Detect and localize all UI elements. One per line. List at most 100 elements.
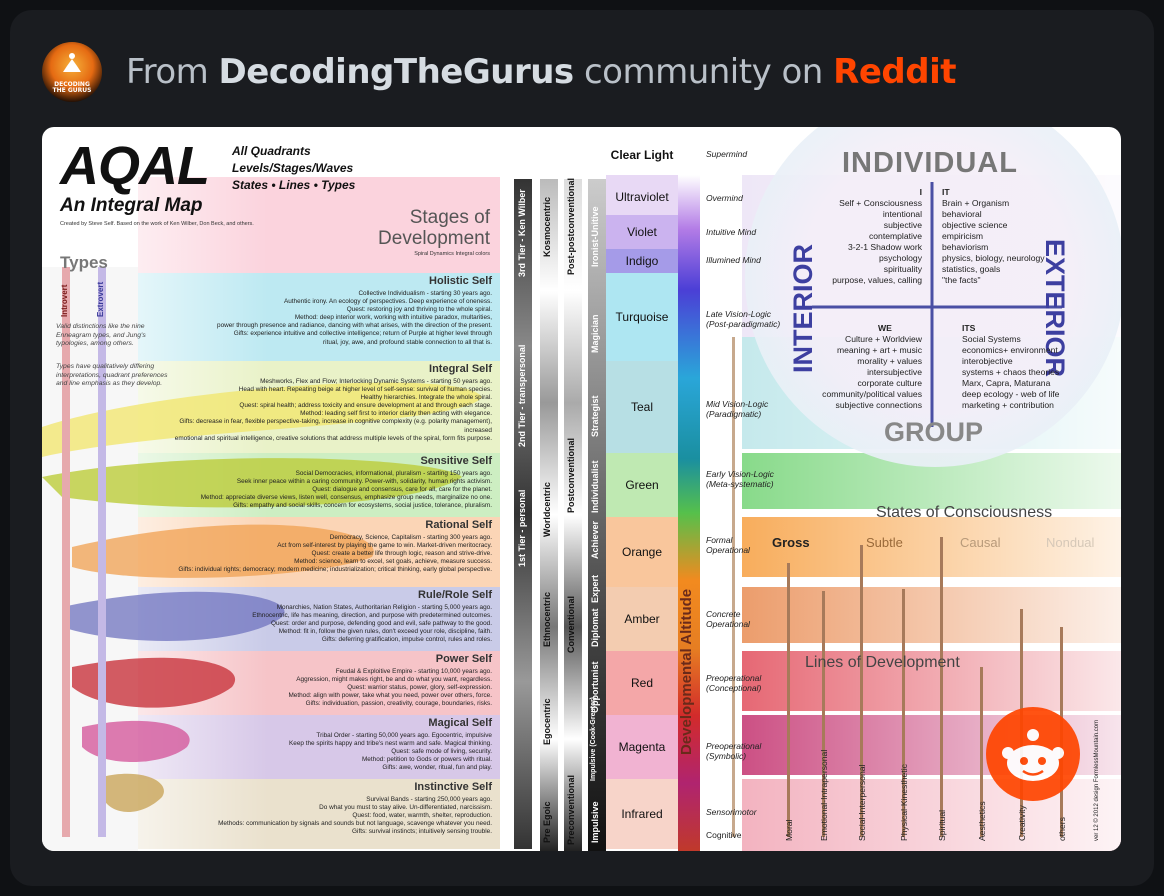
self-desc: Tribal Order - starting 50,000 years ago… [289,732,492,772]
self-name: Power Self [435,653,492,665]
q-i-line: 3-2-1 Shadow work [847,242,922,252]
perspective-worldcentric: Worldcentric [542,482,552,537]
state-causal: Causal [960,535,1001,550]
q-it-title: IT [942,187,950,197]
color-teal: Teal [630,400,653,414]
color-indigo: Indigo [625,254,659,268]
post-source: From DecodingTheGurus community on Reddi… [126,52,956,92]
q-it-line: behavioral [942,209,982,219]
stage-strategist: Strategist [590,395,600,437]
level-late-vision-logic: Late Vision-Logic (Post-paradigmatic) [706,309,781,329]
q-we-line: community/political values [822,389,922,399]
community-link[interactable]: DecodingTheGurus [218,52,575,92]
q-we-title: WE [878,323,892,333]
q-it-line: objective science [942,220,1008,230]
source-prefix: From [126,52,219,92]
level-overmind: Overmind [706,193,743,203]
self-name: Integral Self [429,363,492,375]
q-it-line: Brain + Organism [942,198,1010,208]
q-we-line: meaning + art + music [836,345,922,355]
q-its-line: systems + chaos theories [962,367,1060,377]
stage-impulsive: Impulsive [590,801,600,843]
tier-1-label: 1st Tier - personal [517,489,527,567]
self-desc: Feudal & Exploitive Empire - starting 10… [288,668,492,708]
q-i-line: subjective [883,220,922,230]
quadrant-it: IT Brain + Organism behavioral objective… [942,187,1062,286]
color-magenta: Magenta [618,740,666,754]
level-mid-vision-logic: Mid Vision-Logic (Paradigmatic) [706,399,769,419]
q-its-line: economics+ environment [962,345,1058,355]
tier-column [514,179,532,849]
q-it-line: statistics, goals [942,264,1001,274]
self-name: Magical Self [428,717,492,729]
poster-credit: Created by Steve Self. Based on the work… [60,221,254,227]
version-credit: ver 12 © 2012 design FormlessMountain.co… [1094,719,1100,841]
lines-title: Lines of Development [805,654,960,671]
q-i-title: I [919,187,922,197]
perspective-column [540,179,558,851]
stage-achiever: Achiever [590,520,600,559]
community-avatar[interactable]: DECODING THE GURUS [42,42,102,102]
reddit-link[interactable]: Reddit [833,52,956,92]
stage-individualist: Individualist [590,460,600,513]
quadrant-i: I Self + Consciousness intentional subje… [830,187,922,286]
conv-postconventional: Postconventional [566,437,576,513]
level-cognitive: Cognitive [706,830,742,840]
aqal-poster-image[interactable]: AQAL An Integral Map Created by Steve Se… [42,127,1121,851]
line-moral: Moral [784,819,794,842]
line-creativity: Creativity [1017,805,1027,841]
self-desc: Collective Individualism - starting 30 y… [217,290,492,346]
level-formal-operational: Formal Operational [706,535,750,555]
reddit-snoo-icon [986,707,1080,801]
source-middle: community on [573,52,834,92]
stage-ironist: Ironist-Unitive [590,206,600,267]
q-i-line: contemplative [868,231,922,241]
self-name: Holistic Self [429,275,492,287]
q-it-line: behaviorism [942,242,989,252]
pre-egoic-label: Pre Egoic [542,801,552,843]
q-i-line: purpose, values, calling [832,275,922,285]
perspective-egocentric: Egocentric [542,698,552,745]
q-we-line: corporate culture [857,378,923,388]
color-clear-light: Clear Light [610,148,674,162]
line-aesthetics: Aesthetics [977,801,987,841]
stage-expert: Expert [590,574,600,603]
stages-title-1: Stages of [409,207,490,228]
color-red: Red [630,676,653,690]
individual-label: INDIVIDUAL [842,147,1018,179]
extrovert-label: Extrovert [96,281,105,317]
states-title: States of Consciousness [876,504,1053,521]
types-note: Valid distinctions like the nine Enneagr… [56,323,146,347]
level-concrete-operational: Concrete Operational [706,609,750,629]
q-i-line: psychology [879,253,922,263]
q-it-line: physics, biology, neurology [942,253,1045,263]
group-label: GROUP [884,417,984,447]
q-we-line: intersubjective [867,367,922,377]
self-desc: Monarchies, Nation States, Authoritarian… [252,604,492,644]
conventional-column [564,179,582,851]
level-supermind: Supermind [706,149,748,159]
line-others: others [1057,817,1067,841]
level-preop-symbolic: Preoperational (Symbolic) [706,741,762,761]
color-infrared: Infrared [621,807,663,821]
self-name: Sensitive Self [420,455,492,467]
q-its-line: deep ecology - web of life [962,389,1060,399]
meditation-icon [63,53,81,72]
state-nondual: Nondual [1046,535,1095,550]
stage-diplomat: Diplomat [590,608,600,647]
q-we-line: Culture + Worldview [845,334,922,344]
color-amber: Amber [624,612,660,626]
line-emotional: Emotional-Intrapersonal [819,749,829,841]
q-it-line: "the facts" [942,275,981,285]
quadrant-its: ITS Social Systems economics+ environmen… [962,323,1082,411]
perspective-kosmocentric: Kosmocentric [542,196,552,257]
conv-conventional: Conventional [566,595,576,653]
color-violet: Violet [627,225,657,239]
types-title: Types [60,253,108,272]
quadrant-we: WE Culture + Worldview meaning + art + m… [808,323,922,411]
